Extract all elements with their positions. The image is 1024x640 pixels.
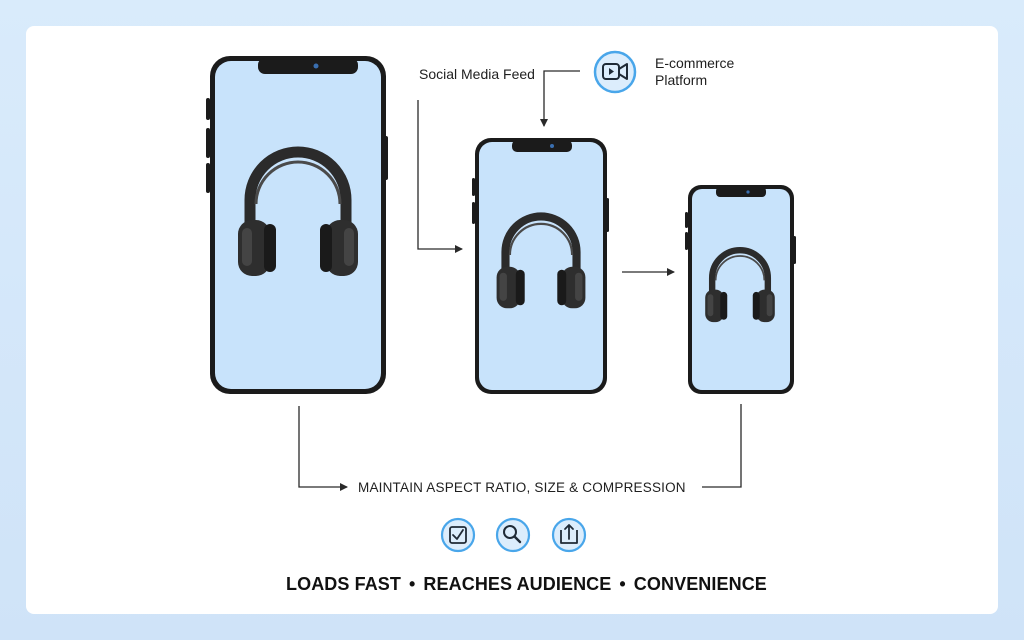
- phone-medium: [472, 138, 609, 394]
- arrow-from-ecommerce: [540, 70, 580, 127]
- tagline-separator: •: [619, 574, 626, 594]
- ecommerce-label-line1: E-commerce: [655, 55, 735, 71]
- tagline-loads-fast: LOADS FAST: [286, 574, 402, 594]
- tagline-convenience: CONVENIENCE: [633, 574, 767, 594]
- ecommerce-label-line2: Platform: [655, 72, 708, 88]
- video-camera-icon: [593, 50, 637, 94]
- social-media-feed-label: Social Media Feed: [419, 66, 535, 82]
- arrow-to-medium-phone: [417, 100, 463, 253]
- magnifier-icon: [495, 517, 531, 553]
- phone-small: [685, 185, 796, 394]
- ecommerce-platform-label: E-commerce Platform: [655, 55, 765, 89]
- flow-arrows: [298, 70, 742, 491]
- checkbox-check-icon: [440, 517, 476, 553]
- benefits-tagline: LOADS FAST • REACHES AUDIENCE • CONVENIENCE: [286, 574, 767, 595]
- arrow-to-maintain: [298, 406, 348, 491]
- maintain-aspect-ratio-label: MAINTAIN ASPECT RATIO, SIZE & COMPRESSIO…: [358, 480, 686, 495]
- tagline-reaches-audience: REACHES AUDIENCE: [423, 574, 612, 594]
- tagline-separator: •: [409, 574, 416, 594]
- upload-tray-icon: [551, 517, 587, 553]
- line-from-small-phone: [702, 404, 742, 488]
- phone-large: [206, 56, 388, 394]
